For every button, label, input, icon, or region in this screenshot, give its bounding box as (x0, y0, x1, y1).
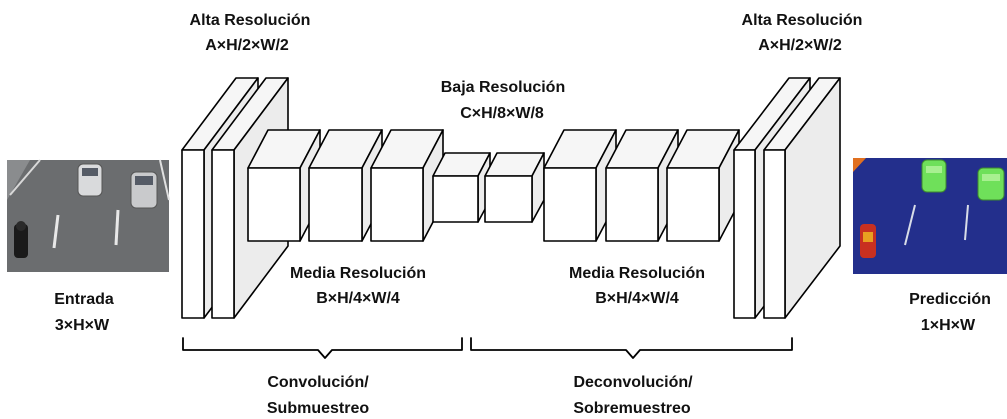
mid-res-right-title: Media Resolución (569, 265, 705, 282)
mid-res-left-title: Media Resolución (290, 265, 426, 282)
mid-res-left-dims: B×H/4×W/4 (316, 290, 400, 307)
bottleneck-low-res-block-2 (484, 152, 545, 223)
high-res-right-dims: A×H/2×W/2 (758, 37, 842, 54)
input-title: Entrada (54, 291, 114, 308)
encoder-label-line1: Convolución/ (267, 374, 369, 391)
input-dims: 3×H×W (55, 317, 110, 334)
decoder-mid-res-block-3 (666, 129, 740, 242)
decoder-high-res-slab-2 (763, 77, 841, 319)
encoder-label-line2: Submuestreo (267, 400, 369, 417)
output-dims: 1×H×W (921, 317, 976, 334)
encoder-brace (182, 337, 463, 359)
mid-res-right-dims: B×H/4×W/4 (595, 290, 679, 307)
low-res-title: Baja Resolución (441, 79, 565, 96)
high-res-left-title: Alta Resolución (190, 12, 311, 29)
bottleneck-low-res-block-1 (432, 152, 491, 223)
high-res-left-dims: A×H/2×W/2 (205, 37, 289, 54)
decoder-brace (470, 337, 793, 359)
low-res-dims: C×H/8×W/8 (460, 105, 544, 122)
decoder-label-line2: Sobremuestreo (573, 400, 691, 417)
output-title: Predicción (909, 291, 991, 308)
decoder-label-line1: Deconvolución/ (573, 374, 693, 391)
output-segmentation-map (853, 158, 1007, 274)
encoder-mid-res-block-3 (370, 129, 444, 242)
high-res-right-title: Alta Resolución (742, 12, 863, 29)
input-road-photo (7, 159, 170, 272)
